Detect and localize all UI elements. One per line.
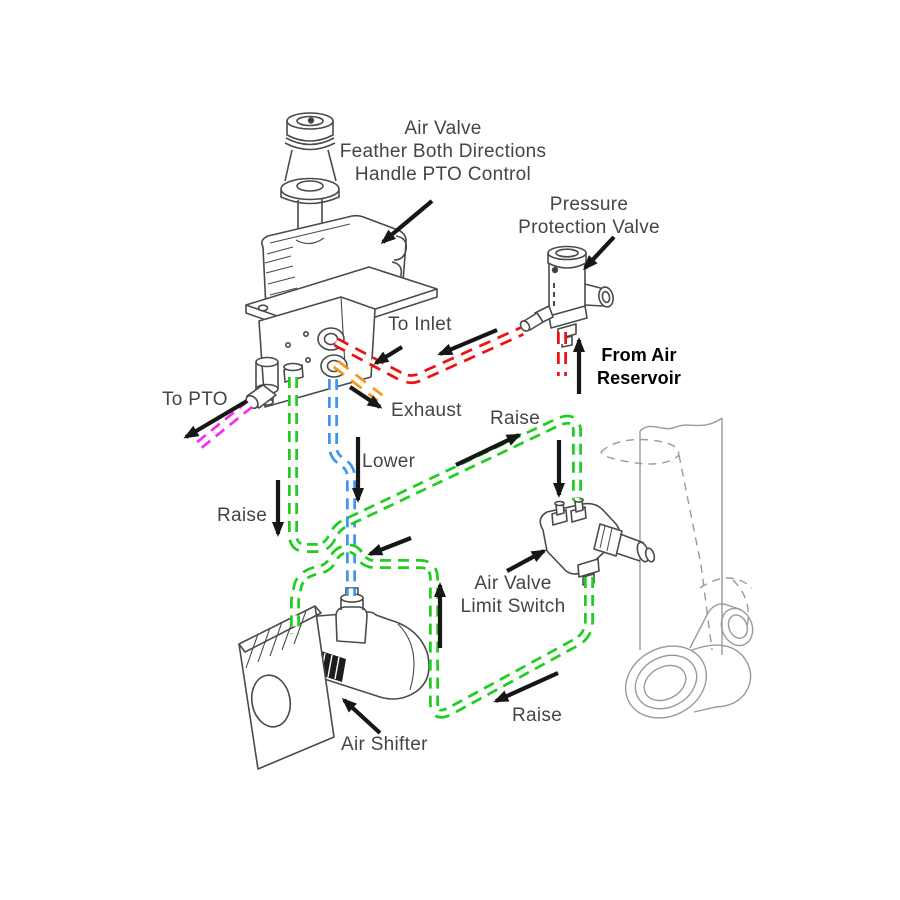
hose-exhaust bbox=[332, 360, 384, 402]
lower-label: Lower bbox=[362, 451, 416, 472]
air-shifter-graphic bbox=[238, 587, 430, 770]
hose-to-pto bbox=[194, 400, 254, 450]
air-valve-label-line3: Handle PTO Control bbox=[354, 164, 532, 185]
hose-raise-switch-to-shifter bbox=[290, 543, 594, 719]
pressure-protection-valve-label: Pressure Protection Valve bbox=[518, 193, 660, 239]
hose-supply-to-inlet bbox=[333, 326, 525, 385]
air-valve-label-line1: Air Valve bbox=[404, 118, 482, 139]
limit-switch-label-line2: Limit Switch bbox=[460, 596, 566, 617]
from-air-reservoir-label: From Air Reservoir bbox=[597, 344, 681, 390]
reservoir-label-line1: From Air bbox=[601, 345, 677, 365]
ppv-label-line2: Protection Valve bbox=[518, 217, 660, 238]
reservoir-label-line2: Reservoir bbox=[597, 368, 681, 388]
air-valve-pointer-arrow bbox=[380, 199, 434, 244]
hose-raise-valve-to-switch bbox=[288, 377, 582, 553]
inlet-flow-arrow-2 bbox=[373, 345, 404, 365]
air-shifter-label: Air Shifter bbox=[341, 734, 428, 755]
air-shifter-pointer-arrow bbox=[341, 697, 382, 735]
raise-bottom-flow-arrow bbox=[493, 671, 559, 703]
ppv-pointer-arrow bbox=[582, 235, 616, 271]
exhaust-label: Exhaust bbox=[391, 400, 462, 421]
exhaust-flow-arrow bbox=[348, 385, 383, 409]
to-pto-label: To PTO bbox=[162, 389, 228, 410]
air-valve-graphic bbox=[245, 112, 438, 410]
raise-upper-label: Raise bbox=[490, 408, 541, 429]
raise-upper-flow-arrow bbox=[455, 433, 522, 467]
hoist-cylinder-graphic bbox=[600, 417, 754, 719]
inlet-flow-arrow-1 bbox=[437, 328, 498, 356]
limit-switch-pointer-arrow bbox=[506, 549, 547, 573]
limit-switch-label: Air Valve Limit Switch bbox=[461, 572, 566, 618]
limit-switch-label-line1: Air Valve bbox=[474, 573, 552, 594]
air-valve-label-line2: Feather Both Directions bbox=[339, 141, 547, 162]
raise-bottom-label: Raise bbox=[512, 705, 563, 726]
raise-left-label: Raise bbox=[217, 505, 268, 526]
pressure-protection-valve-graphic bbox=[519, 245, 614, 348]
air-valve-label: Air Valve Feather Both Directions Handle… bbox=[340, 117, 547, 186]
to-inlet-label: To Inlet bbox=[388, 314, 452, 335]
raise-mid-flow-arrow bbox=[367, 536, 412, 556]
ppv-label-line1: Pressure bbox=[549, 194, 629, 215]
flow-arrows bbox=[183, 199, 616, 735]
pto-flow-arrow bbox=[183, 399, 249, 439]
hose-lower bbox=[328, 379, 356, 596]
